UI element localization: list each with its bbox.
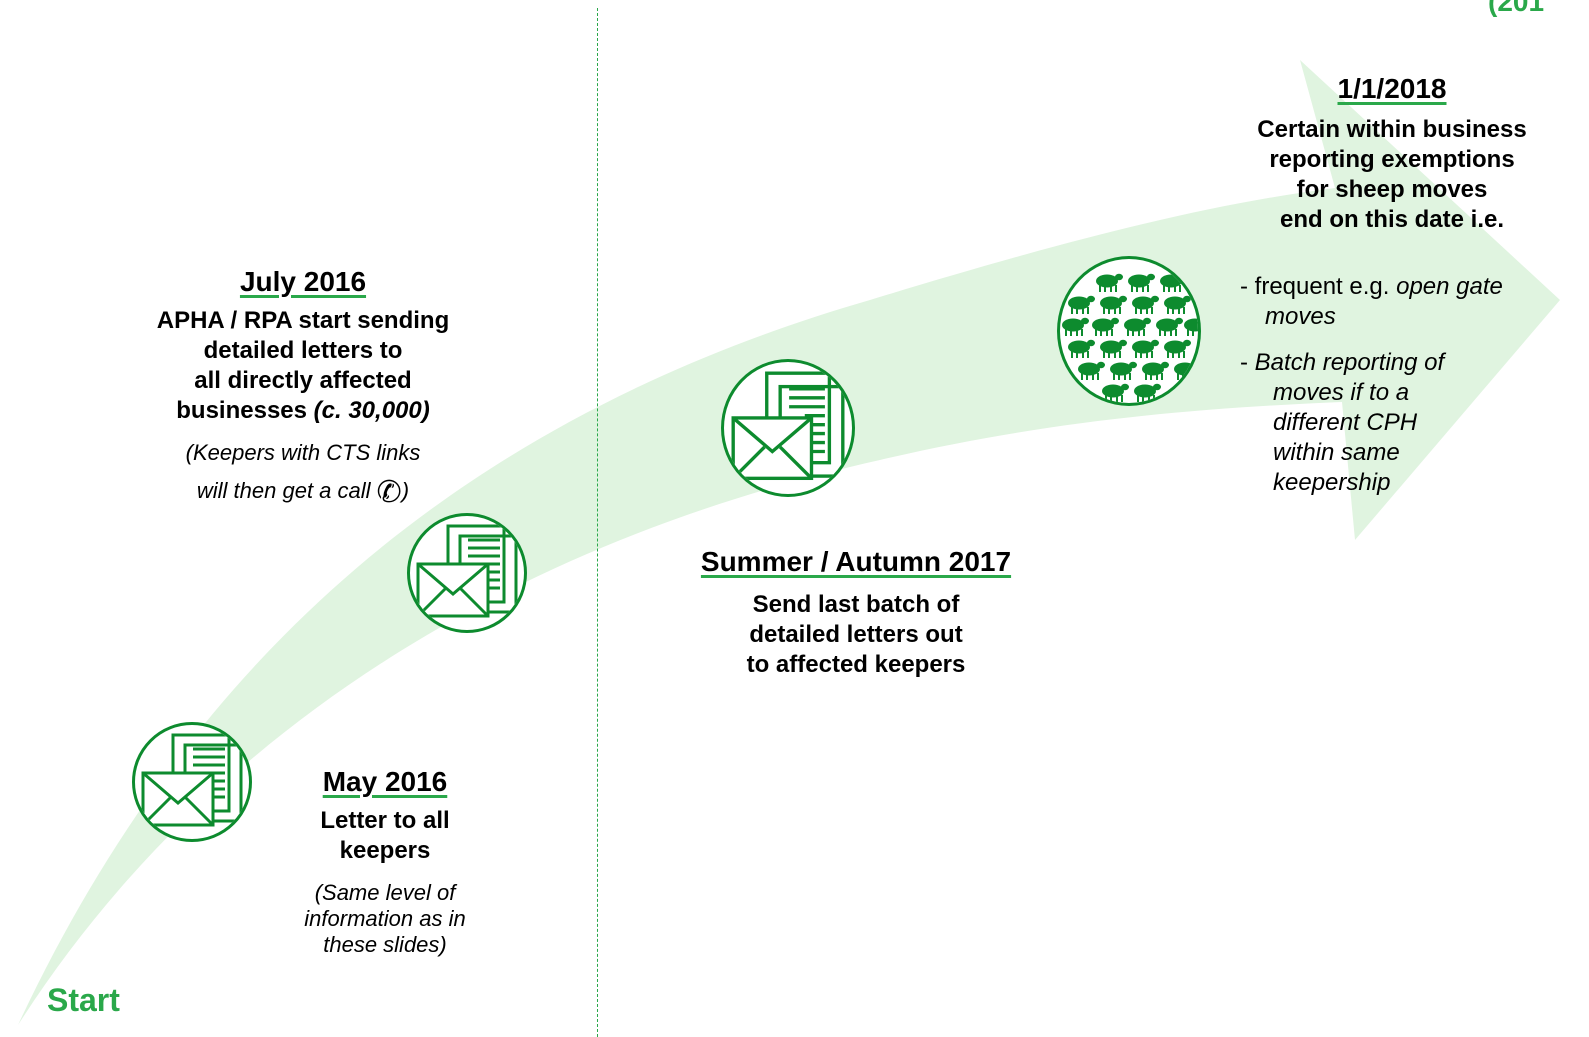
milestone-summer-2017: Summer / Autumn 2017 Send last batch of … [670,546,1042,680]
desc-line: all directly affected [194,367,412,394]
sheep-shape [1110,361,1137,380]
sheep-shape [1164,295,1191,314]
sheep-shape [1100,339,1127,358]
desc-line: keepers [339,837,431,864]
item-text: open gate [1396,273,1503,300]
letter-envelope-icon [132,722,252,842]
note-line: information as in [304,906,466,931]
milestone-date: July 2016 [239,266,367,297]
start-label: Start [47,982,120,1018]
sheep-shape [1062,317,1089,336]
sheep-shape [1124,317,1151,336]
desc-line: end on this date i.e. [1279,206,1505,233]
desc-line: for sheep moves [1296,176,1488,203]
milestone-description: Send last batch of detailed letters out … [670,590,1042,680]
note-line: (Keepers with CTS links [185,440,421,465]
item-text: - frequent e.g. [1240,273,1397,300]
desc-line: APHA / RPA start sending [156,307,450,334]
milestone-description: Letter to all keepers [268,806,502,866]
item-text: - [1240,349,1255,376]
item-text: Batch reporting of [1254,349,1445,376]
sheep-shape [1092,317,1119,336]
sheep-shape [1128,273,1155,292]
letter-envelope-icon [721,359,855,497]
desc-line: businesses (c. 30,000) [100,396,506,426]
desc-line: Letter to all [320,807,450,834]
letter-envelope-icon [407,513,527,633]
milestone-date: May 2016 [322,766,448,797]
sheep-shape [1156,317,1183,336]
milestone-note: (Same level of information as in these s… [268,880,502,958]
item-line: different CPH [1273,409,1418,436]
item-line: moves [1265,303,1336,330]
item-line: - Batch reporting of [1240,348,1585,378]
sheep-shape [1096,273,1123,292]
milestone-jan-2018: 1/1/2018 Certain within business reporti… [1222,73,1562,235]
desc-line: detailed letters to [203,337,403,364]
sheep-shape [1068,295,1095,314]
milestone-date: 1/1/2018 [1337,73,1447,104]
item-line: keepership [1273,469,1391,496]
milestone-note: (Keepers with CTS links will then get a … [100,434,506,512]
exemption-list: - frequent e.g. open gate moves - Batch … [1240,272,1585,498]
desc-line: reporting exemptions [1269,146,1515,173]
sheep-shape [1100,295,1127,314]
corner-label: (201 [1488,0,1545,17]
desc-line: Certain within business [1257,116,1527,143]
phase-divider [597,8,598,1037]
desc-line: detailed letters out [749,621,963,648]
sheep-shape [1132,339,1159,358]
phone-icon: ✆ [376,476,402,509]
sheep-flock-icon [1057,256,1201,406]
item-line: moves if to a [1273,379,1410,406]
sheep-shape [1142,361,1169,380]
sheep-shape [1184,318,1198,336]
desc-line: Send last batch of [752,591,960,618]
exemption-item-batch-reporting: - Batch reporting of moves if to a diffe… [1240,348,1585,498]
note-text: will then get a call [196,478,377,503]
desc-count: (c. 30,000) [313,397,430,424]
sheep-shape [1134,383,1161,402]
milestone-date: Summer / Autumn 2017 [700,546,1012,577]
note-line: will then get a call ✆) [100,472,506,512]
item-line: within same [1273,439,1400,466]
desc-line: to affected keepers [746,651,966,678]
milestone-may-2016: May 2016 Letter to all keepers (Same lev… [268,766,502,958]
note-line: (Same level of [314,880,456,905]
sheep-shape [1068,339,1095,358]
milestone-description: Certain within business reporting exempt… [1222,115,1562,235]
exemption-item-open-gate: - frequent e.g. open gate moves [1240,272,1585,332]
desc-text: businesses [176,397,314,424]
note-text: ) [401,478,410,503]
item-line: - frequent e.g. open gate [1240,272,1585,302]
milestone-july-2016: July 2016 APHA / RPA start sending detai… [100,266,506,512]
sheep-shape [1132,295,1159,314]
sheep-shape [1078,361,1105,380]
sheep-shape [1102,383,1129,402]
note-line: these slides) [323,932,447,957]
milestone-description: APHA / RPA start sending detailed letter… [100,306,506,426]
sheep-shape [1164,339,1191,358]
